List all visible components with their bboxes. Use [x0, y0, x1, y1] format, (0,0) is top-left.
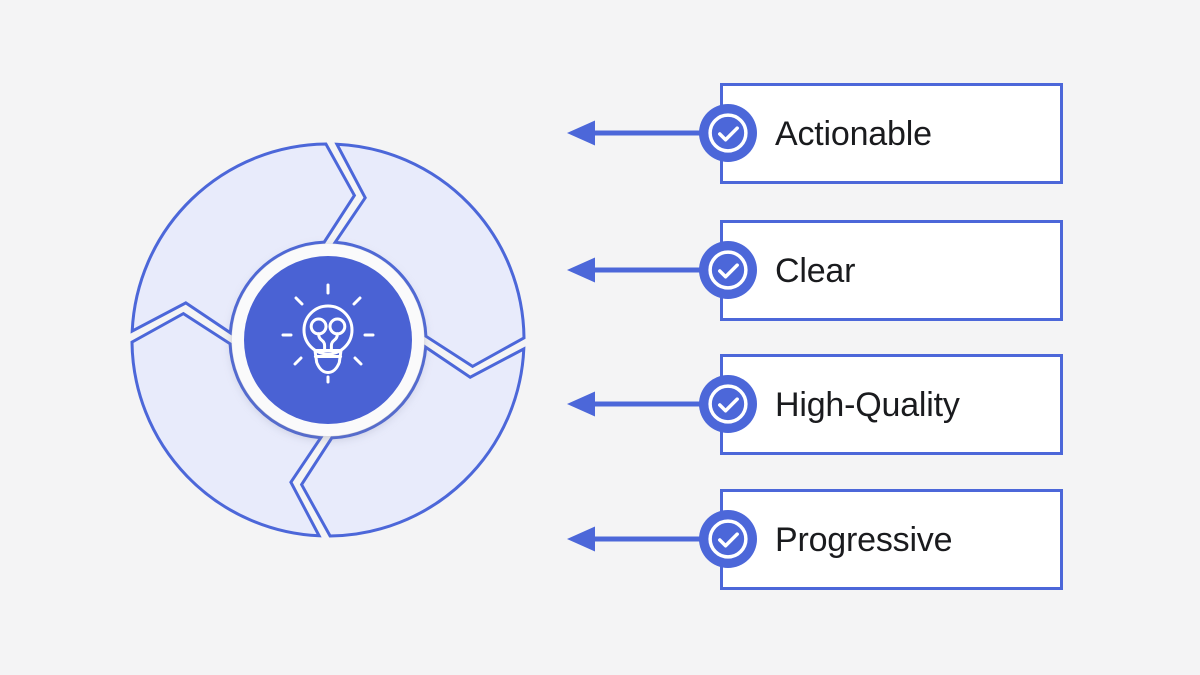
check-circle-icon	[708, 519, 748, 559]
feature-box: Actionable	[720, 83, 1063, 184]
check-badge	[699, 510, 757, 568]
feature-box: Clear	[720, 220, 1063, 321]
arrow-left-icon	[567, 257, 716, 283]
feature-box: High-Quality	[720, 354, 1063, 455]
check-circle-icon	[708, 250, 748, 290]
hub-circle	[244, 256, 412, 424]
feature-label: Progressive	[775, 520, 953, 559]
arrow-left-icon	[567, 391, 716, 417]
cycle-segment-bottom-right	[299, 344, 526, 538]
cycle-segment-top-left	[130, 142, 357, 336]
cycle-diagram	[130, 142, 526, 538]
cycle-segment-top-right	[332, 142, 526, 369]
arrow-left-icon	[567, 526, 716, 552]
feature-row: Progressive	[566, 489, 1063, 590]
feature-row: High-Quality	[566, 354, 1063, 455]
feature-label: Clear	[775, 251, 856, 290]
feature-label: High-Quality	[775, 385, 960, 424]
check-badge	[699, 375, 757, 433]
check-badge	[699, 241, 757, 299]
feature-row: Actionable	[566, 83, 1063, 184]
feature-row: Clear	[566, 220, 1063, 321]
check-circle-icon	[708, 113, 748, 153]
arrow-left-icon	[567, 120, 716, 146]
feature-box: Progressive	[720, 489, 1063, 590]
cycle-segment-bottom-left	[130, 311, 324, 538]
lightbulb-icon	[281, 283, 375, 384]
cycle-segments	[130, 142, 526, 538]
check-badge	[699, 104, 757, 162]
check-circle-icon	[708, 384, 748, 424]
feature-label: Actionable	[775, 114, 932, 153]
